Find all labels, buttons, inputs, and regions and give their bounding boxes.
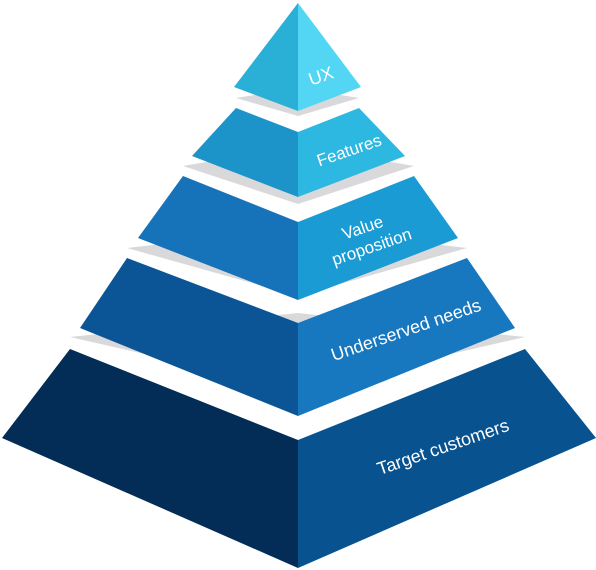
tier-underserved-needs-left-face: [80, 258, 298, 416]
tier-value-proposition-right-face: [298, 176, 458, 300]
tier-underserved-needs-right-face: [298, 258, 515, 416]
tier-features-left-face: [192, 108, 298, 197]
tier-target-customers-right-face: [298, 349, 596, 568]
tier-ux: UX: [234, 3, 361, 111]
tier-features-right-face: [298, 108, 405, 197]
tier-target-customers-left-face: [2, 349, 298, 568]
tier-ux-left-face: [234, 3, 298, 111]
tier-value-proposition-left-face: [138, 176, 298, 300]
tier-ux-right-face: [298, 3, 361, 111]
